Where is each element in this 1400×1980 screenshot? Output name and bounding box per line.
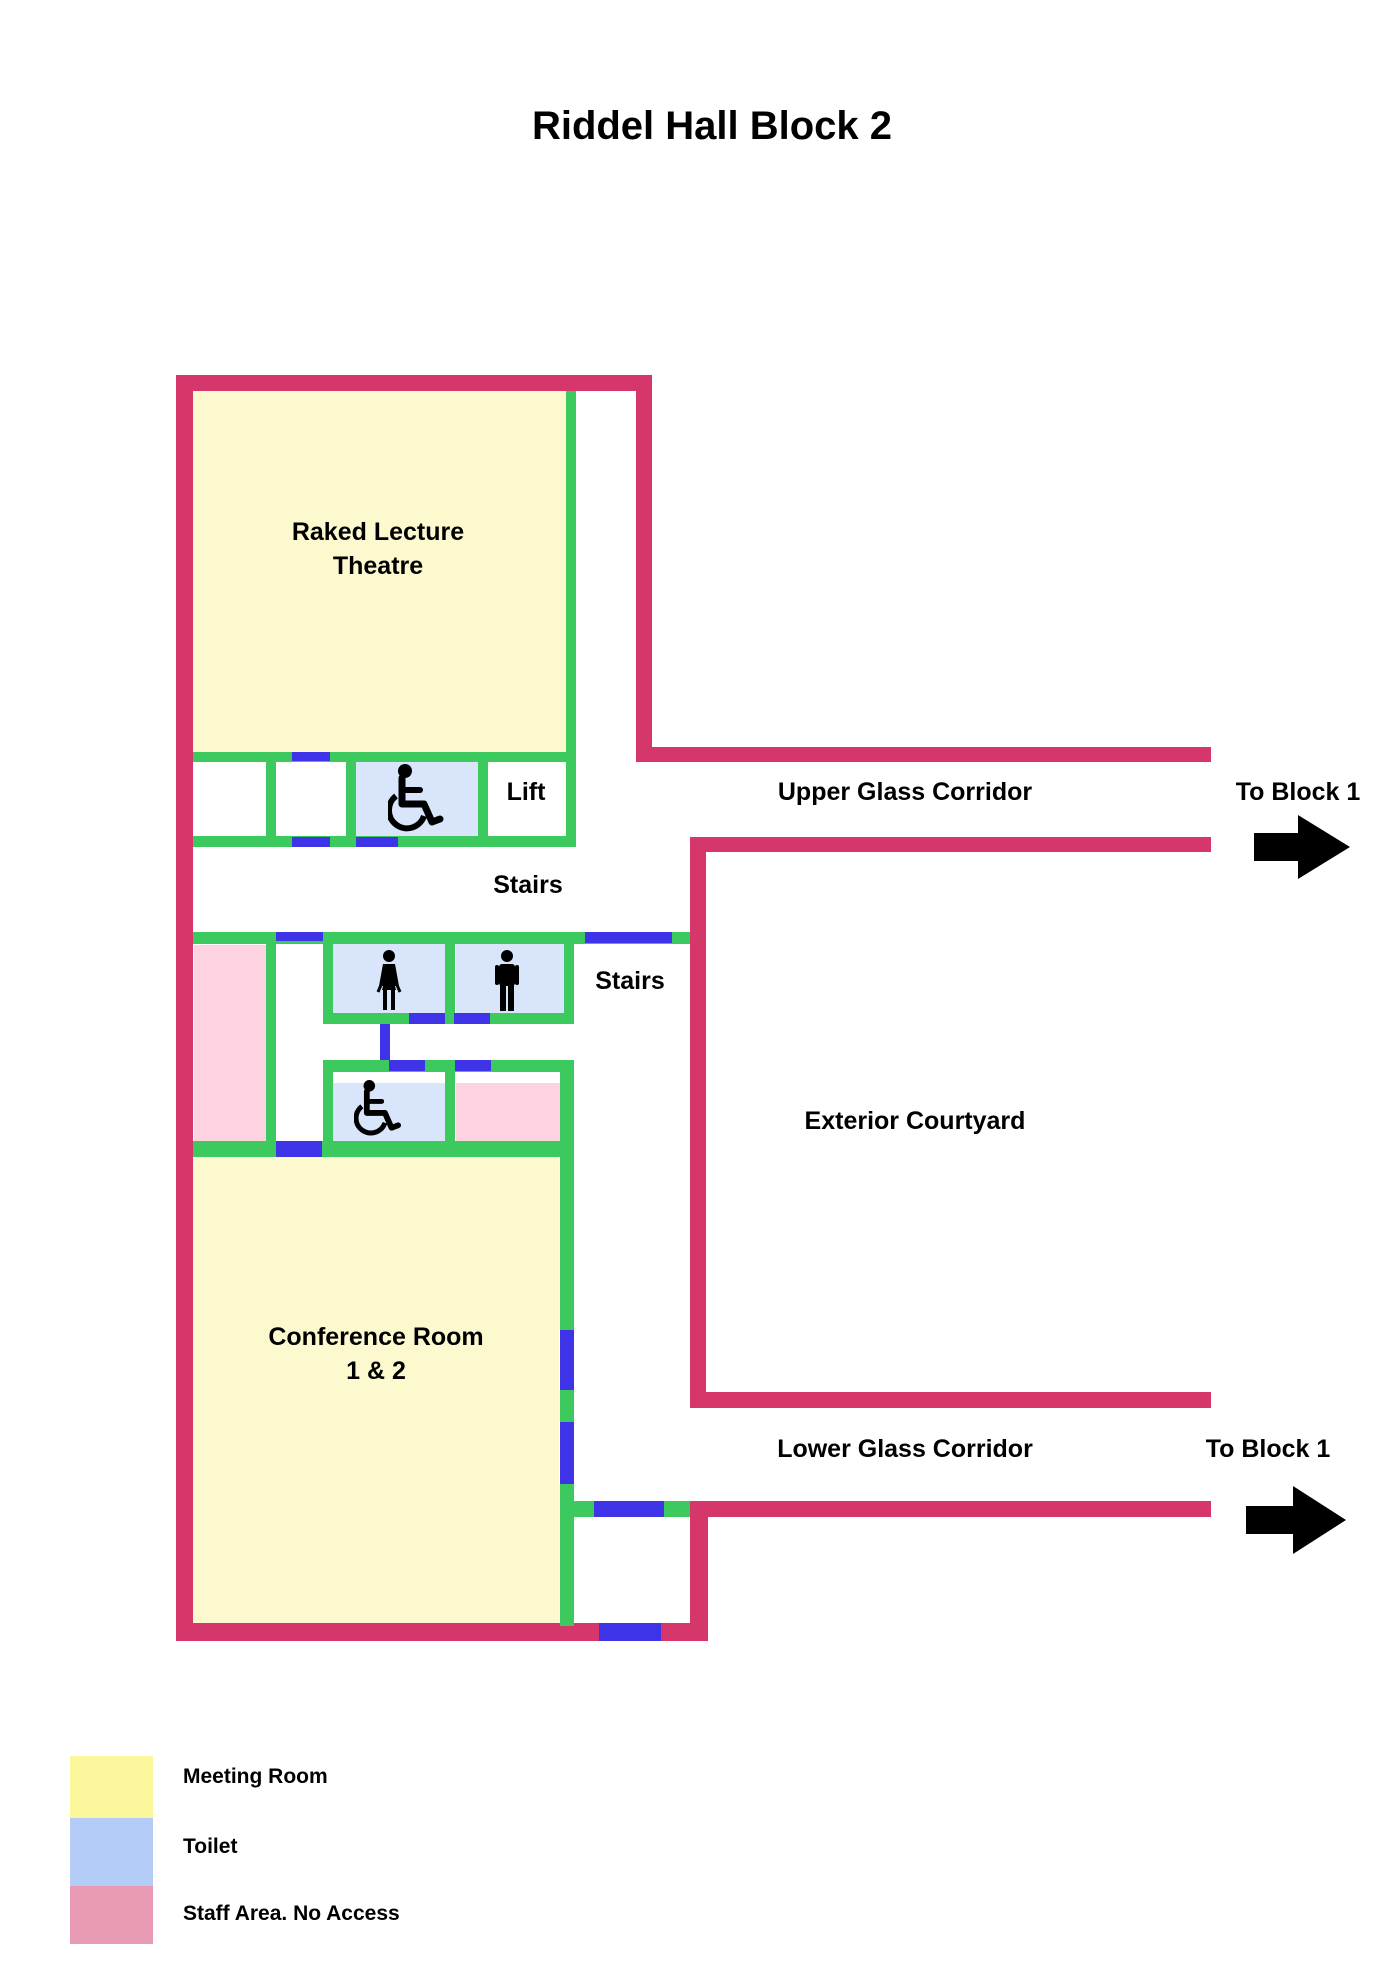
label-line: Raked Lecture (291, 518, 465, 546)
interior-wall (193, 1141, 574, 1157)
interior-wall (478, 752, 488, 846)
room-conference-1-2[interactable] (193, 1157, 559, 1623)
page-title: Riddel Hall Block 2 (531, 104, 893, 148)
label-to-block-1-lower: To Block 1 (1205, 1435, 1331, 1463)
exterior-wall (176, 375, 193, 1641)
label-line: Theatre (332, 552, 424, 580)
room-raked-lecture-theatre[interactable] (192, 391, 566, 753)
label-exterior-courtyard: Exterior Courtyard (804, 1107, 1026, 1135)
door[interactable] (594, 1501, 664, 1517)
door[interactable] (292, 837, 330, 847)
interior-wall (445, 1060, 455, 1156)
label-lift: Lift (506, 778, 546, 806)
door[interactable] (276, 1141, 322, 1157)
male-icon (495, 950, 519, 1011)
label-to-block-1-upper: To Block 1 (1235, 778, 1361, 806)
interior-wall (445, 932, 455, 1024)
exterior-wall (176, 1623, 708, 1641)
legend-swatch-staff-area (70, 1886, 153, 1944)
door[interactable] (276, 932, 323, 941)
legend-label-staff-area: Staff Area. No Access (183, 1902, 400, 1925)
label-stairs-lower: Stairs (595, 967, 665, 995)
legend-label-toilet: Toilet (183, 1835, 238, 1858)
exterior-wall (690, 1501, 1211, 1517)
exterior-wall (636, 375, 652, 761)
label-lower-glass-corridor: Lower Glass Corridor (777, 1435, 1033, 1463)
label-line: 1 & 2 (346, 1357, 406, 1385)
door[interactable] (585, 932, 672, 943)
exterior-wall (690, 837, 1211, 852)
door[interactable] (560, 1422, 574, 1484)
interior-wall (266, 932, 276, 1154)
door[interactable] (599, 1623, 661, 1641)
arrow-right-icon (1246, 1486, 1346, 1554)
arrow-right-icon (1254, 815, 1350, 879)
exterior-wall (690, 837, 706, 1408)
door[interactable] (380, 1024, 390, 1060)
legend-swatch-toilet (70, 1818, 153, 1886)
door[interactable] (560, 1330, 574, 1390)
door[interactable] (356, 837, 398, 847)
exterior-wall (690, 1392, 1211, 1408)
interior-wall (266, 752, 276, 846)
door[interactable] (389, 1060, 425, 1071)
staff-area-left (194, 945, 266, 1141)
interior-wall (323, 932, 333, 1024)
exterior-wall (636, 747, 1211, 762)
interior-wall (346, 752, 356, 846)
wheelchair-icon (388, 764, 444, 832)
wheelchair-icon (354, 1080, 401, 1136)
exterior-wall (176, 375, 650, 391)
exterior-wall (690, 1501, 708, 1641)
interior-wall (193, 752, 576, 762)
door[interactable] (292, 752, 330, 761)
staff-area-right (456, 1083, 560, 1142)
label-raked-lecture-theatre: Raked Lecture Theatre (278, 515, 478, 583)
legend-label-meeting-room: Meeting Room (183, 1765, 328, 1788)
female-icon (376, 950, 402, 1010)
door[interactable] (454, 1013, 490, 1024)
label-stairs-upper: Stairs (493, 871, 563, 899)
interior-wall (566, 391, 576, 846)
door[interactable] (455, 1060, 491, 1071)
interior-wall (564, 932, 574, 1024)
label-upper-glass-corridor: Upper Glass Corridor (777, 778, 1033, 806)
door[interactable] (409, 1013, 445, 1024)
accessible-toilet-lower[interactable] (333, 1083, 446, 1142)
interior-wall (323, 1060, 333, 1156)
label-conference-room: Conference Room 1 & 2 (256, 1320, 496, 1388)
label-line: Conference Room (268, 1323, 484, 1351)
legend-swatch-meeting-room (70, 1756, 153, 1818)
